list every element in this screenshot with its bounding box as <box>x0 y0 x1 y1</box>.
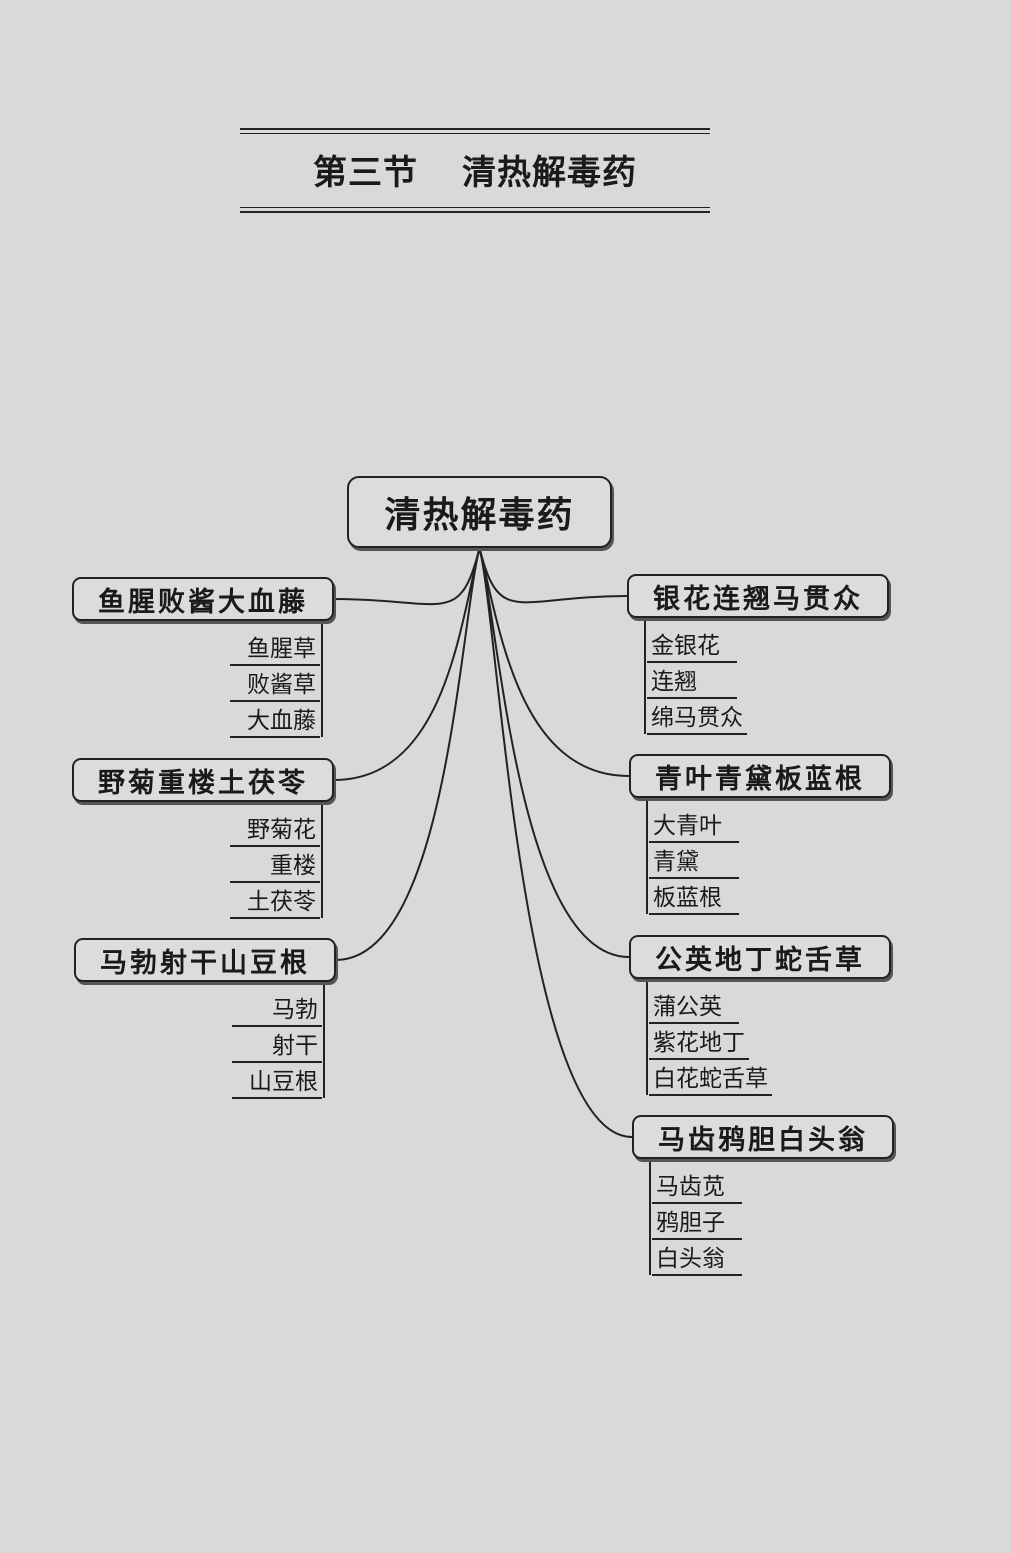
leaf-item: 马勃 <box>232 996 322 1027</box>
leaf-item: 大青叶 <box>649 812 739 843</box>
title-rule-bottom <box>240 211 710 213</box>
branch-node-3: 马勃射干山豆根 <box>74 938 336 982</box>
leaf-item: 射干 <box>232 1032 322 1063</box>
branch-node-label: 青叶青黛板蓝根 <box>655 763 865 795</box>
branch-node-1: 鱼腥败酱大血藤 <box>72 577 334 621</box>
root-to-branch-link <box>478 547 630 777</box>
leaf-item: 鱼腥草 <box>230 635 320 666</box>
branch-node-label: 野菊重楼土茯苓 <box>98 767 308 799</box>
branch-node-label: 马齿鸦胆白头翁 <box>658 1124 868 1156</box>
leaf-item: 金银花 <box>647 632 737 663</box>
branch-node-label: 鱼腥败酱大血藤 <box>98 586 308 618</box>
branch-node-label: 银花连翘马贯众 <box>653 583 863 615</box>
leaf-item: 连翘 <box>647 668 737 699</box>
branch-node-6: 公英地丁蛇舌草 <box>629 935 891 979</box>
page-title: 第三节 清热解毒药 <box>240 148 710 198</box>
title-rule-top-thin <box>240 133 710 134</box>
root-to-branch-link <box>478 547 630 958</box>
root-to-branch-link <box>335 547 481 961</box>
title-rule-bottom-thin <box>240 207 710 208</box>
leaf-item: 板蓝根 <box>649 884 739 915</box>
leaf-item: 大血藤 <box>230 707 320 738</box>
leaf-item: 青黛 <box>649 848 739 879</box>
leaf-item: 重楼 <box>230 852 320 883</box>
branch-node-label: 马勃射干山豆根 <box>100 947 310 979</box>
section-topic: 清热解毒药 <box>462 153 637 193</box>
branch-node-2: 野菊重楼土茯苓 <box>72 758 334 802</box>
leaf-item: 蒲公英 <box>649 993 739 1024</box>
branch-node-label: 公英地丁蛇舌草 <box>655 944 865 976</box>
branch-node-5: 青叶青黛板蓝根 <box>629 754 891 798</box>
leaf-item: 土茯苓 <box>230 888 320 919</box>
leaf-item: 山豆根 <box>232 1068 322 1099</box>
root-to-branch-link <box>478 547 633 1138</box>
branch-node-4: 银花连翘马贯众 <box>627 574 889 618</box>
leaf-item: 紫花地丁 <box>649 1029 749 1060</box>
branch-node-7: 马齿鸦胆白头翁 <box>632 1115 894 1159</box>
section-number: 第三节 <box>313 153 418 193</box>
leaf-item: 白头翁 <box>652 1245 742 1276</box>
leaf-item: 马齿苋 <box>652 1173 742 1204</box>
leaf-item: 绵马贯众 <box>647 704 747 735</box>
leaf-item: 败酱草 <box>230 671 320 702</box>
root-node: 清热解毒药 <box>347 476 612 548</box>
root-node-label: 清热解毒药 <box>384 495 575 536</box>
root-to-branch-link <box>478 547 628 604</box>
leaf-item: 野菊花 <box>230 816 320 847</box>
root-to-branch-link <box>333 547 481 606</box>
leaf-item: 白花蛇舌草 <box>649 1065 772 1096</box>
leaf-item: 鸦胆子 <box>652 1209 742 1240</box>
root-to-branch-link <box>333 547 481 781</box>
title-rule-top <box>240 128 710 130</box>
